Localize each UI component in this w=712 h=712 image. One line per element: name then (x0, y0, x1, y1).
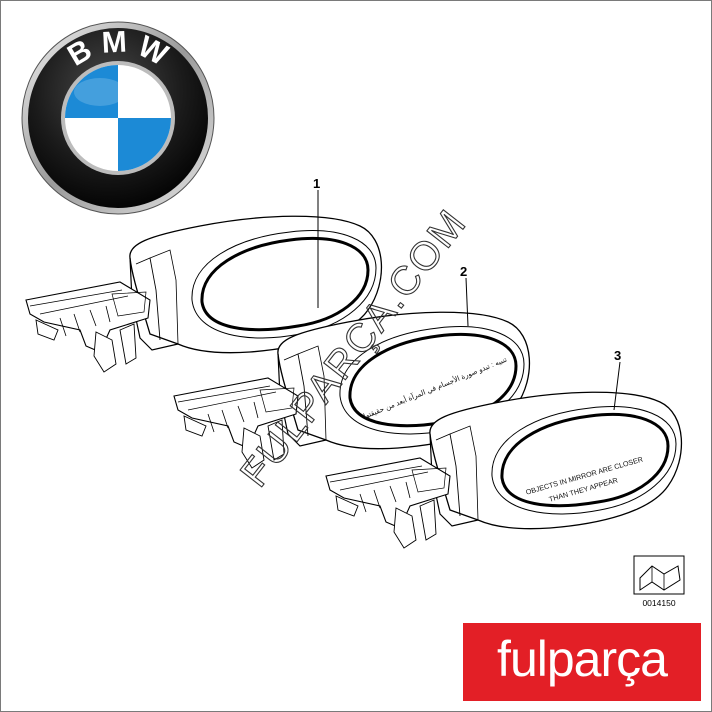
mirror-glass-3[interactable] (500, 412, 670, 508)
mirror-assembly-3[interactable] (325, 391, 683, 549)
brand-name: fulparça (497, 631, 668, 687)
callout-leader-3 (613, 361, 621, 411)
callout-1: 1 (313, 176, 320, 191)
callout-2: 2 (460, 264, 467, 279)
mirror-assembly-2[interactable] (173, 311, 531, 469)
mirror-glass-1[interactable] (200, 236, 370, 332)
mirror-assembly-1[interactable] (25, 215, 383, 373)
callout-3: 3 (614, 348, 621, 363)
diagram-id: 0014150 (642, 598, 676, 608)
diagram-symbol-icon (633, 555, 685, 595)
mirror-glass-2[interactable] (348, 332, 518, 428)
bmw-logo-icon: B M W (21, 21, 215, 215)
brand-banner[interactable]: fulparça (463, 623, 701, 701)
callout-leader-2 (465, 277, 469, 327)
